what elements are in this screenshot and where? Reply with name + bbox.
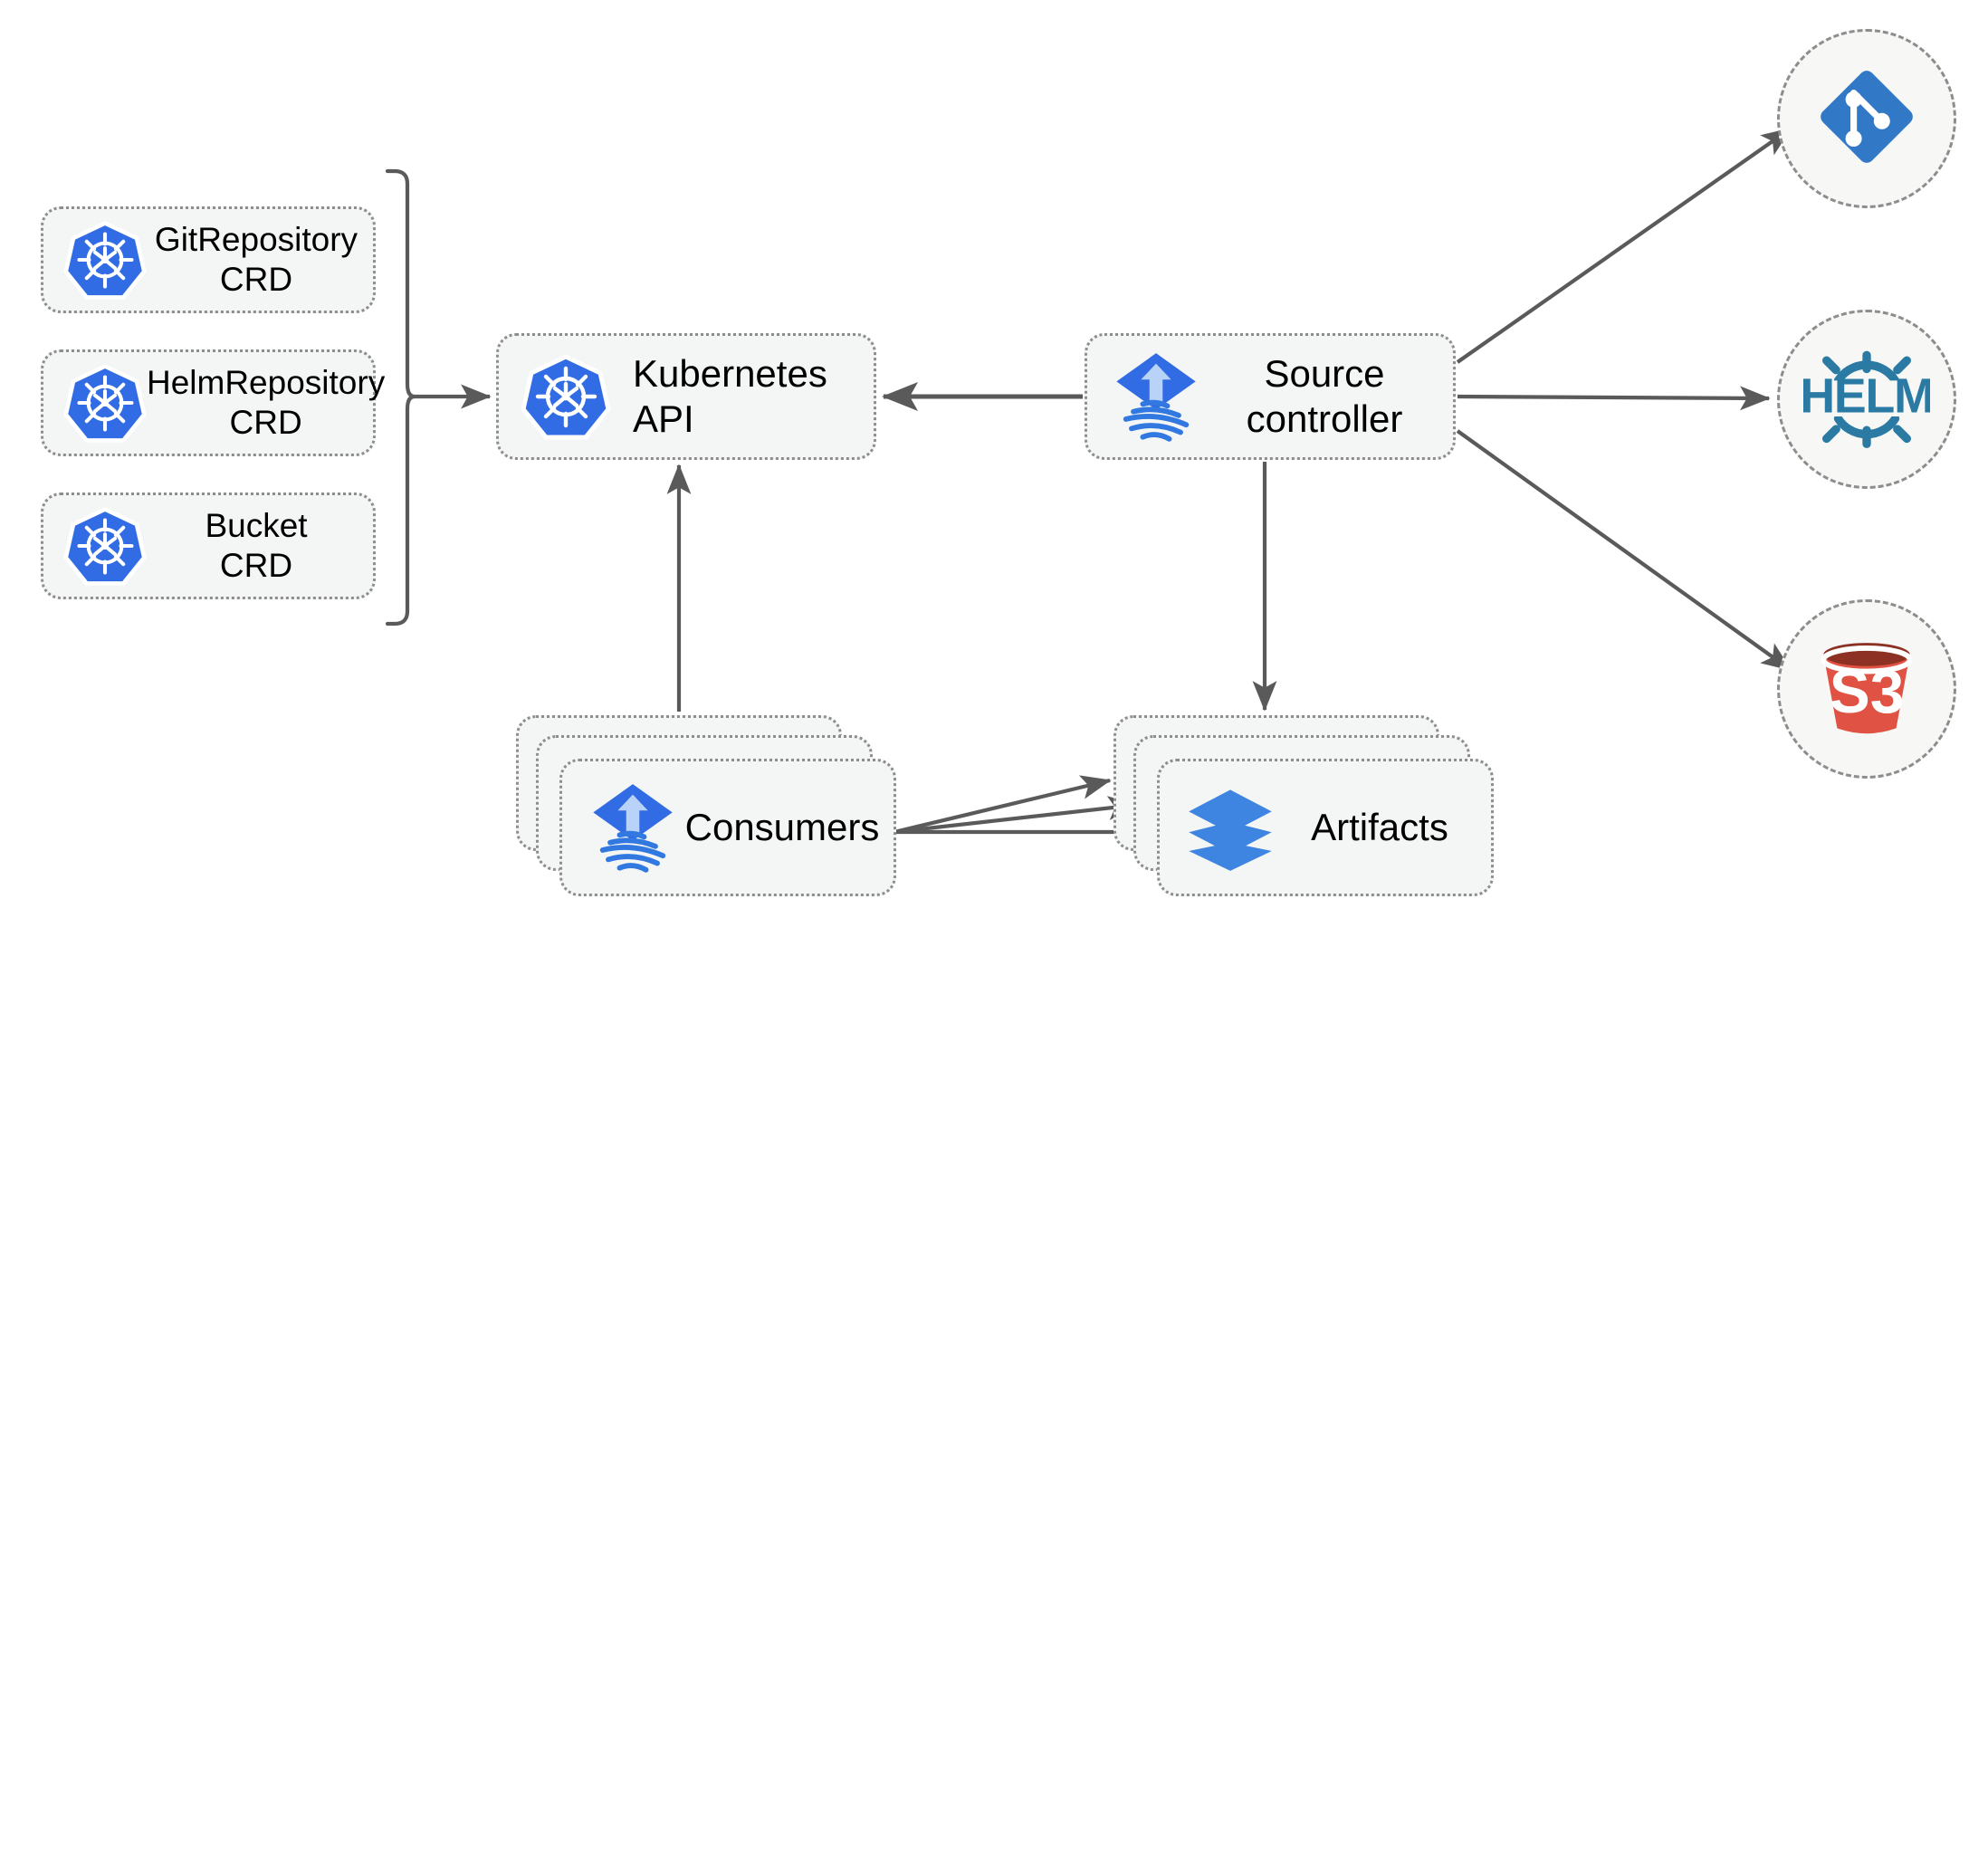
edge-consumers-to-artifacts-1 <box>894 775 1112 835</box>
backend-helm[interactable]: HELM <box>1777 310 1956 489</box>
layers-icon <box>1183 780 1277 875</box>
kubernetes-icon <box>63 218 147 301</box>
crd-label: Bucket CRD <box>205 507 308 584</box>
edge-source-controller-to-git <box>1456 127 1792 364</box>
node-kubernetes-api[interactable]: Kubernetes API <box>496 333 876 460</box>
s3-icon: S3 <box>1809 629 1925 750</box>
flux-icon <box>1109 349 1203 444</box>
edge-source-controller-to-helm <box>1457 386 1771 411</box>
edge-layer <box>385 127 1792 845</box>
node-label: Artifacts <box>1311 806 1448 848</box>
artifacts-card-front[interactable]: Artifacts <box>1157 759 1494 896</box>
consumers-card-front[interactable]: Consumers <box>559 759 896 896</box>
node-label: Source controller <box>1246 352 1403 440</box>
crd-label: GitRepository CRD <box>154 221 358 298</box>
helm-icon: HELM <box>1800 334 1935 465</box>
flux-icon <box>586 780 680 875</box>
node-source-controller[interactable]: Source controller <box>1085 333 1456 460</box>
crd-label: HelmRepository CRD <box>147 364 386 441</box>
crd-card-bucket[interactable]: Bucket CRD <box>41 493 376 599</box>
helm-label: HELM <box>1803 368 1930 423</box>
backend-s3[interactable]: S3 <box>1777 599 1956 779</box>
git-icon <box>1812 62 1921 176</box>
crd-card-helmrepository[interactable]: HelmRepository CRD <box>41 349 385 456</box>
kubernetes-icon <box>63 504 147 588</box>
node-consumers[interactable]: Consumers <box>516 715 896 896</box>
edge-source-controller-to-s3 <box>1456 429 1792 672</box>
kubernetes-icon <box>521 351 611 442</box>
node-artifacts[interactable]: Artifacts <box>1113 715 1494 896</box>
edge-consumers-to-artifacts-2 <box>894 796 1139 835</box>
s3-label: S3 <box>1830 657 1905 725</box>
kubernetes-icon <box>63 361 147 445</box>
node-label: Kubernetes API <box>633 352 827 440</box>
crd-card-gitrepository[interactable]: GitRepository CRD <box>41 206 376 313</box>
backend-git[interactable] <box>1777 29 1956 208</box>
node-label: Consumers <box>684 806 880 848</box>
